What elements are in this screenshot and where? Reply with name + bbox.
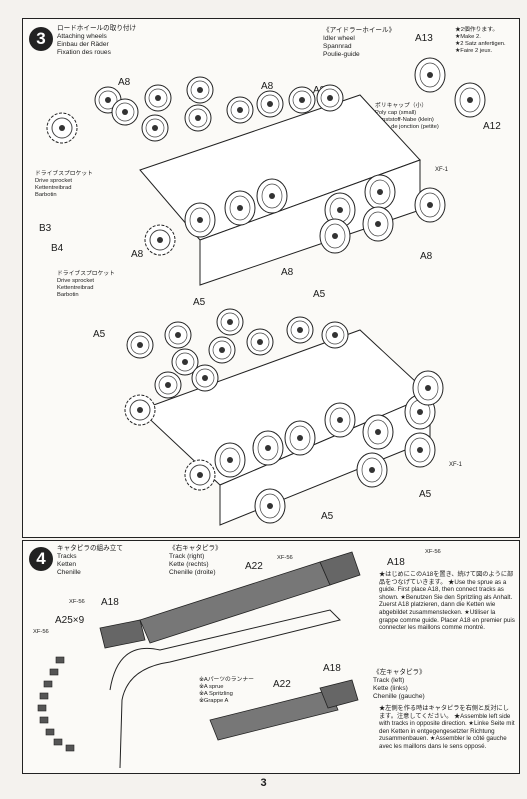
make2-de: ★2 Satz anfertigen.	[455, 41, 506, 47]
left-jp: 《左キャタピラ》	[373, 669, 426, 676]
sprocket1-en: Drive sprocket	[35, 178, 73, 184]
right-de: Kette (rechts)	[169, 561, 209, 568]
idler-en: Idler wheel	[323, 35, 355, 42]
drive-sprocket-caption-1: ドライブスプロケット Drive sprocket Kettentreibrad…	[35, 171, 93, 199]
sprue-jp: ※Aパーツのランナー	[199, 677, 254, 683]
label-a13: A13	[415, 33, 433, 44]
label-b3: B3	[39, 223, 52, 234]
step3-title-fr: Fixation des roues	[57, 49, 111, 56]
sprue-de: ※A Spritzling	[199, 691, 233, 697]
label-a22: A22	[273, 679, 291, 690]
label-a8: A8	[131, 249, 144, 260]
label-xf56: XF-56	[425, 549, 441, 555]
track-drawing-right	[37, 551, 361, 752]
sprocket2-jp: ドライブスプロケット	[57, 271, 115, 277]
label-a5: A5	[419, 489, 432, 500]
left-fr: Chenille (gauche)	[373, 693, 425, 700]
step4-title-en: Tracks	[57, 553, 77, 560]
polycap-jp: ポリキャップ（小）	[375, 103, 428, 109]
step4-title-de: Ketten	[57, 561, 77, 568]
right-jp: 《右キャタピラ》	[169, 545, 222, 552]
polycap-fr: Pièce de jonction (petite)	[375, 124, 439, 130]
label-a18: A18	[323, 663, 341, 674]
sprocket2-de: Kettentreibrad	[57, 285, 94, 291]
left-en: Track (left)	[373, 677, 405, 684]
make2-en: ★Make 2.	[455, 34, 481, 40]
label-xf56: XF-56	[33, 629, 49, 635]
polycap-en: Poly cap (small)	[375, 110, 417, 116]
label-a22: A22	[245, 561, 263, 572]
right-fr: Chenille (droite)	[169, 569, 216, 576]
make-two-note: ★2個作ります。 ★Make 2. ★2 Satz anfertigen. ★F…	[455, 27, 506, 55]
sprocket2-en: Drive sprocket	[57, 278, 95, 284]
sprue-note: ※Aパーツのランナー ※A sprue ※A Spritzling ※Grapp…	[199, 677, 254, 705]
polycap-de: Kunststoff-Nabe (klein)	[375, 117, 434, 123]
track-right-caption: 《右キャタピラ》 Track (right) Kette (rechts) Ch…	[169, 545, 222, 577]
idler-fr: Poulie-guide	[323, 51, 360, 58]
sprocket1-jp: ドライブスプロケット	[35, 171, 93, 177]
track-drawing-left	[209, 679, 359, 741]
label-xf56: XF-56	[69, 599, 85, 605]
label-xf56: XF-56	[277, 555, 293, 561]
label-xf1: XF-1	[449, 462, 463, 468]
poly-cap-caption: ポリキャップ（小） Poly cap (small) Kunststoff-Na…	[375, 103, 439, 131]
label-a5: A5	[321, 511, 334, 522]
label-xf1: XF-1	[435, 167, 449, 173]
sprue-fr: ※Grappe A	[199, 698, 229, 704]
label-a5: A5	[313, 289, 326, 300]
idler-de: Spannrad	[323, 43, 352, 50]
label-a8: A8	[420, 251, 433, 262]
sprocket1-fr: Barbotin	[35, 192, 57, 198]
upper-hull-drawing	[46, 57, 486, 286]
make2-jp: ★2個作ります。	[455, 27, 499, 33]
page-number: 3	[260, 777, 267, 789]
right-track-notes: ★はじめにこのA18を置き、続けて図のように部品をつなげていきます。 ★Use …	[379, 571, 515, 632]
left-track-notes: ★左側を作る時はキャタピラを右側と反対にします。注意してください。 ★Assem…	[379, 705, 515, 750]
lower-hull-drawing	[124, 308, 444, 526]
step3-title-jp: ロードホイールの取り付け	[57, 25, 137, 32]
label-a25x9: A25×9	[55, 615, 85, 626]
left-de: Kette (links)	[373, 685, 408, 692]
make2-fr: ★Faire 2 jeux.	[455, 48, 493, 54]
label-a8: A8	[281, 267, 294, 278]
step4-title-jp: キャタピラの組み立て	[57, 545, 123, 552]
step3-title-en: Attaching wheels	[57, 33, 107, 40]
label-a5: A5	[193, 297, 206, 308]
step3-title: ロードホイールの取り付け Attaching wheels Einbau der…	[57, 25, 136, 57]
label-a8: A8	[261, 81, 274, 92]
step4-number: 4	[29, 547, 53, 571]
step4-title-fr: Chenille	[57, 569, 81, 576]
label-a18: A18	[101, 597, 119, 608]
sprue-guide	[109, 609, 341, 769]
label-a18: A18	[387, 557, 405, 568]
right-en: Track (right)	[169, 553, 205, 560]
label-a8: A8	[118, 77, 131, 88]
sprocket1-de: Kettentreibrad	[35, 185, 72, 191]
step3-title-de: Einbau der Räder	[57, 41, 109, 48]
drive-sprocket-caption-2: ドライブスプロケット Drive sprocket Kettentreibrad…	[57, 271, 115, 299]
idler-jp: 《アイドラーホイール》	[323, 27, 396, 34]
label-a12: A12	[483, 121, 501, 132]
sprue-en: ※A sprue	[199, 684, 224, 690]
idler-wheel-caption: 《アイドラーホイール》 Idler wheel Spannrad Poulie-…	[323, 27, 395, 59]
idler-wheel-drawing	[414, 57, 486, 118]
track-left-caption: 《左キャタピラ》 Track (left) Kette (links) Chen…	[373, 669, 426, 701]
label-a5: A5	[93, 329, 106, 340]
step3-number: 3	[29, 27, 53, 51]
step4-title: キャタピラの組み立て Tracks Ketten Chenille	[57, 545, 123, 577]
sprocket2-fr: Barbotin	[57, 292, 79, 298]
label-b4: B4	[51, 243, 64, 254]
